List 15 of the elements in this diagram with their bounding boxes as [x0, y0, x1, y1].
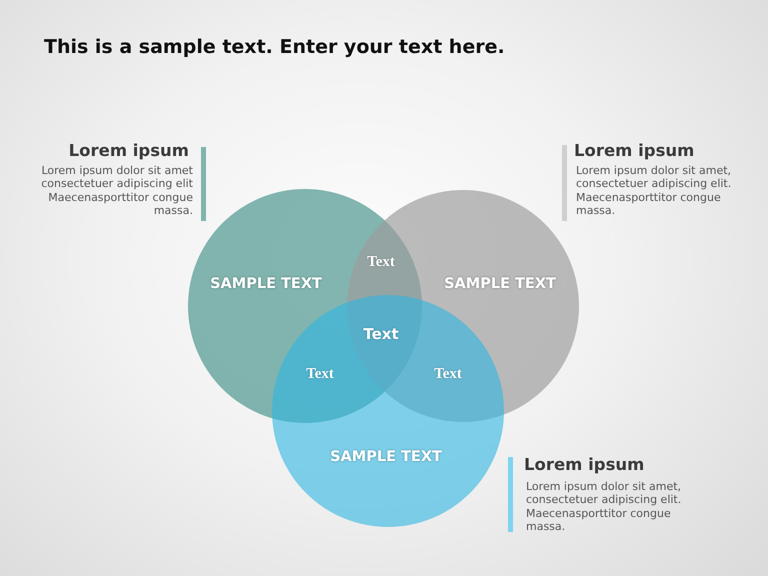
circle-label: SAMPLE TEXT	[444, 275, 556, 293]
description: Lorem ipsum dolor sit amet, consectetuer adipiscing elit. Maecenasporttitor congue massa.	[526, 480, 682, 534]
overlap-label: Text	[363, 325, 399, 343]
venn-circle	[272, 295, 504, 527]
section-heading: Lorem ipsum	[68, 141, 189, 161]
circle-label: SAMPLE TEXT	[210, 275, 322, 293]
description: Lorem ipsum dolor sit amet, consectetuer adipiscing elit. Maecenasporttitor congue massa.	[576, 164, 732, 218]
overlap-label: Text	[306, 365, 334, 383]
description: Lorem ipsum dolor sit amet consectetuer adipiscing elit Maecenasporttitor congue massa.	[40, 164, 193, 218]
overlap-label: Text	[434, 365, 462, 383]
title: This is a sample text. Enter your text here.	[44, 36, 505, 58]
overlap-label: Text	[367, 253, 395, 271]
section-heading: Lorem ipsum	[574, 141, 694, 161]
section-heading: Lorem ipsum	[524, 455, 644, 475]
circle-label: SAMPLE TEXT	[330, 448, 442, 466]
